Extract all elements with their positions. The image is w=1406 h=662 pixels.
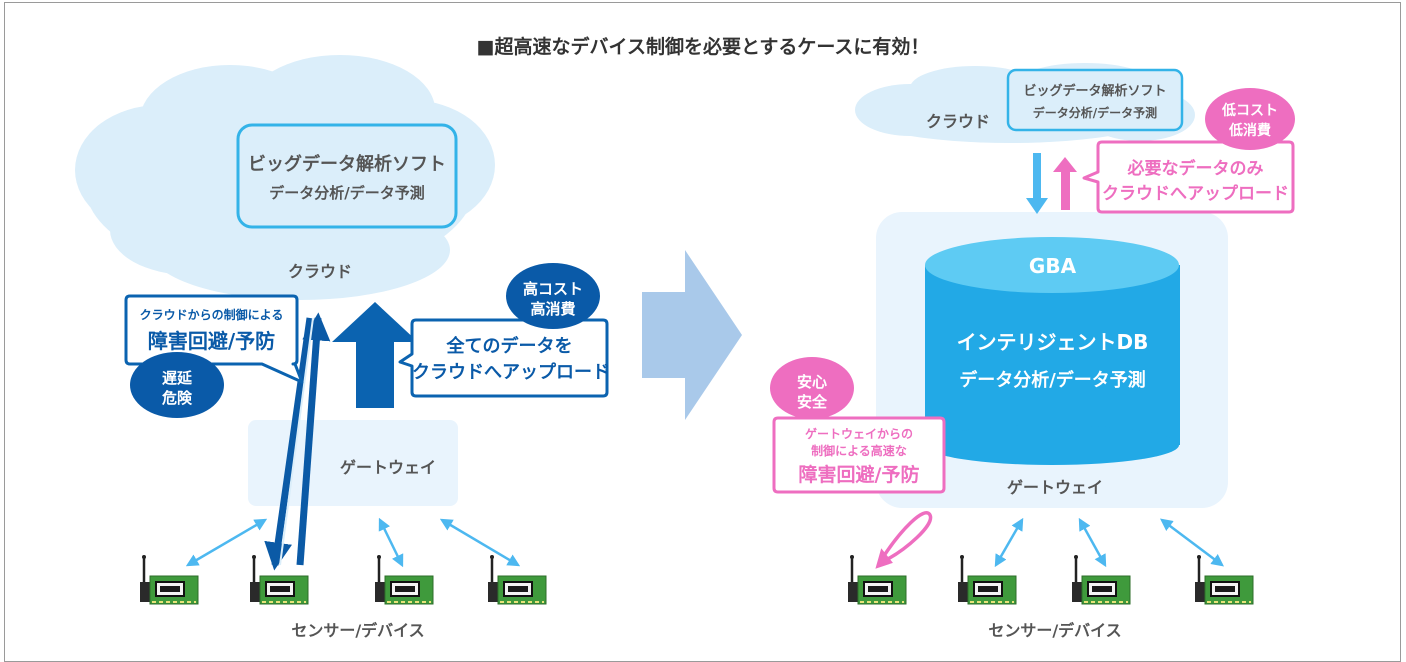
gba-label: GBA: [1028, 254, 1077, 278]
right-upload-2: クラウドへアップロード: [1102, 184, 1289, 204]
left-upload-arrow: [332, 302, 418, 408]
right-device-arrows: [994, 517, 1224, 568]
right-callout-1: ゲートウェイからの: [804, 427, 913, 441]
right-safe-badge: [770, 357, 854, 419]
right-cost-badge: [1205, 88, 1295, 150]
right-device-2: [956, 553, 1018, 606]
left-cost-2: 高消費: [530, 300, 576, 318]
flow-arrow: [642, 250, 742, 420]
db-sub: データ分析/データ予測: [959, 370, 1146, 391]
right-callout-3: 障害回避/予防: [798, 464, 920, 486]
diagram-title: ■超高速なデバイス制御を必要とするケースに有効！: [476, 36, 930, 58]
right-safe-2: 安全: [796, 393, 827, 411]
right-callout-2: 制御による高速な: [811, 444, 907, 458]
left-callout-small: クラウドからの制御による: [139, 308, 284, 322]
right-cloud-label: クラウド: [925, 112, 990, 131]
left-callout-big: 障害回避/予防: [147, 329, 276, 353]
gba-cylinder: [925, 237, 1180, 465]
left-software-box: [236, 123, 458, 229]
db-title: インテリジェントDB: [956, 330, 1149, 354]
right-device-3: [1070, 553, 1132, 606]
left-device-1: [138, 553, 200, 606]
right-upload-1: 必要なデータのみ: [1127, 159, 1264, 179]
left-delay-badge: [130, 352, 224, 418]
right-safe-1: 安心: [796, 373, 827, 391]
right-down-arrow: [1026, 153, 1048, 214]
left-software-sub: データ分析/データ予測: [269, 184, 425, 202]
left-device-4: [486, 553, 548, 606]
right-cost-2: 低消費: [1229, 123, 1271, 139]
left-control-arrow: [264, 312, 331, 571]
left-cost-1: 高コスト: [522, 280, 583, 298]
left-delay-1: 遅延: [161, 369, 192, 387]
left-device-3: [373, 553, 435, 606]
left-gateway-box: [248, 420, 458, 506]
left-device-arrows: [185, 517, 521, 568]
right-devices-label: センサー/デバイス: [988, 621, 1122, 640]
left-delay-2: 危険: [161, 389, 192, 407]
right-up-arrow: [1053, 157, 1077, 210]
left-devices-label: センサー/デバイス: [291, 621, 425, 640]
right-software-title: ビッグデータ解析ソフト: [1023, 84, 1167, 99]
right-upload-callout: [1082, 140, 1295, 214]
left-software-title: ビッグデータ解析ソフト: [248, 154, 446, 175]
right-cost-1: 低コスト: [1222, 103, 1278, 119]
right-gateway-label: ゲートウェイ: [1006, 478, 1103, 497]
left-cost-badge: [506, 263, 600, 329]
left-gateway-label: ゲートウェイ: [339, 458, 436, 477]
left-upload-2: クラウドへアップロード: [412, 362, 610, 383]
right-device-4: [1193, 553, 1255, 606]
right-loop-arrow: [875, 511, 933, 569]
right-control-callout: [772, 416, 946, 494]
right-device-1: [846, 553, 908, 606]
left-upload-1: 全てのデータを: [446, 336, 573, 357]
right-software-box: [1006, 68, 1184, 132]
left-upload-callout: [398, 318, 609, 398]
right-software-sub: データ分析/データ予測: [1032, 106, 1158, 120]
left-cloud-label: クラウド: [287, 262, 352, 281]
